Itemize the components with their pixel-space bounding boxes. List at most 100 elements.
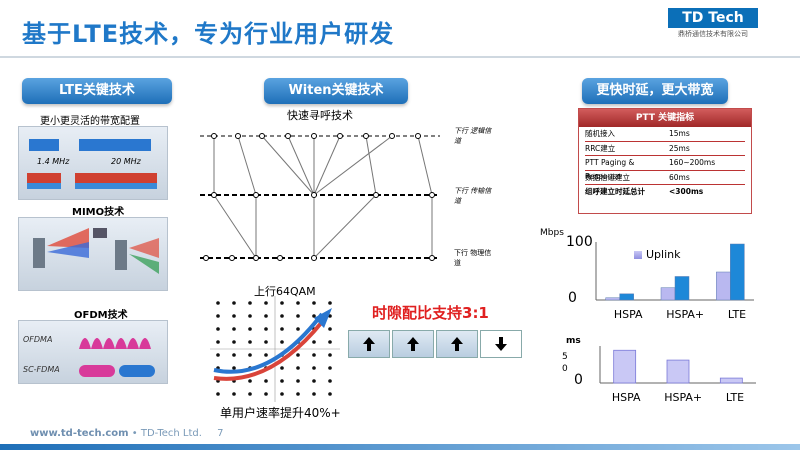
rate-label: 单用户速率提升40%+ [220, 406, 341, 420]
qam-point [280, 327, 284, 331]
header-divider [0, 56, 800, 58]
logical-channel-label: 下行 逻辑信道 [454, 127, 492, 145]
chart1-cat: HSPA [613, 308, 643, 321]
throughput-chart [595, 242, 754, 301]
up-arrow-icon [363, 337, 375, 351]
footer: www.td-tech.com • TD-Tech Ltd. 7 [30, 428, 224, 439]
bw1-label: 1.4 MHz [37, 157, 70, 166]
ptt-row-value: 60ms [669, 172, 690, 182]
qam-point [248, 327, 252, 331]
qam-point [248, 340, 252, 344]
chart2-categories: HSPA HSPA+ LTE [600, 391, 756, 404]
ptt-row-key: 数据信道建立 [585, 172, 630, 182]
company-logo: TD Tech 鼎桥通信技术有限公司 [668, 8, 758, 39]
ofdm-image: OFDMA SC-FDMA [18, 320, 168, 384]
ptt-table-row: 数据信道建立 60ms [585, 171, 745, 185]
bandwidth-label: 更小更灵活的带宽配置 [40, 116, 140, 127]
qam-point [264, 340, 268, 344]
qam-point [296, 314, 300, 318]
qam-point [328, 392, 332, 396]
qam-point [264, 379, 268, 383]
footer-bar [0, 444, 800, 450]
qam-point [312, 392, 316, 396]
chart2-cat: LTE [725, 391, 745, 404]
qam-point [296, 379, 300, 383]
ofdm-graphic [79, 338, 155, 377]
qam-point [296, 327, 300, 331]
qam-point [264, 314, 268, 318]
mimo-graphic [33, 228, 159, 274]
chart1-bar [674, 276, 690, 301]
ptt-row-value: 15ms [669, 129, 690, 138]
qam-point [264, 327, 268, 331]
qam-point [248, 314, 252, 318]
qam-point [328, 366, 332, 370]
chart1-bar [605, 297, 620, 301]
uplink-slot-3 [436, 330, 478, 358]
qam-point [216, 353, 220, 357]
chart1-bar [730, 243, 745, 301]
qam-point [232, 301, 236, 305]
chart-legend: Uplink [634, 248, 681, 261]
qam-point [248, 379, 252, 383]
mimo-label: MIMO技术 [72, 207, 125, 218]
mbps-unit: Mbps [540, 228, 564, 238]
qam-point [216, 301, 220, 305]
paging-label: 快速寻呼技术 [287, 109, 353, 122]
chart1-bar [619, 293, 634, 301]
legend-uplink: Uplink [646, 248, 681, 261]
qam-point [312, 366, 316, 370]
qam-point [296, 353, 300, 357]
blue-curve-arrow [213, 312, 324, 374]
mbps-top-tick: 100 [566, 234, 593, 250]
transport-channel-label: 下行 传输信道 [454, 187, 492, 205]
ptt-row-value: 25ms [669, 143, 690, 153]
bandwidth-graphic [27, 139, 157, 189]
qam-point [312, 340, 316, 344]
chart1-cat: LTE [727, 308, 747, 321]
qam-point [232, 314, 236, 318]
uplink-slot-2 [392, 330, 434, 358]
qam-point [296, 301, 300, 305]
bw2-label: 20 MHz [111, 157, 141, 166]
qam-point [280, 379, 284, 383]
footer-url[interactable]: www.td-tech.com [30, 428, 129, 439]
ofdma-label: OFDMA [23, 335, 53, 344]
qam-point [280, 340, 284, 344]
qam-point [248, 392, 252, 396]
ptt-row-value: <300ms [669, 187, 704, 196]
chart2-bar [719, 377, 743, 384]
physical-channel-label: 下行 物理信道 [454, 249, 492, 267]
qam-point [328, 340, 332, 344]
chart2-cat: HSPA [611, 391, 641, 404]
page-title: 基于LTE技术，专为行业用户研发 [22, 20, 395, 48]
ptt-row-key: PTT Paging & Response [585, 158, 635, 181]
latency-pill: 更快时延，更大带宽 [582, 78, 728, 104]
qam-point [232, 366, 236, 370]
chart1-cat: HSPA+ [666, 308, 705, 321]
qam-point [328, 379, 332, 383]
ms-unit: ms [566, 336, 581, 346]
logo-mark: TD Tech [668, 8, 758, 28]
qam-point [232, 340, 236, 344]
slot-ratio-label: 时隙配比支持3:1 [372, 304, 489, 322]
chart1-bar [716, 271, 731, 301]
chart1-categories: HSPA HSPA+ LTE [602, 308, 758, 321]
mbps-zero-tick: 0 [568, 290, 577, 306]
chart2-bar [666, 359, 690, 384]
slot-ratio-cells [348, 330, 522, 358]
ptt-table-row: PTT Paging & Response 160~200ms [585, 156, 745, 181]
qam-point [296, 366, 300, 370]
latency-chart [599, 346, 756, 384]
witen-tech-pill: Witen关键技术 [264, 78, 408, 104]
qam-point [312, 353, 316, 357]
qam-point [328, 353, 332, 357]
qam-point [216, 327, 220, 331]
ptt-row-value: 160~200ms [669, 158, 716, 167]
qam-point [328, 327, 332, 331]
qam-point [264, 353, 268, 357]
qam-point [232, 353, 236, 357]
bandwidth-image: 1.4 MHz 20 MHz [18, 126, 168, 200]
chart2-bar [613, 349, 637, 384]
